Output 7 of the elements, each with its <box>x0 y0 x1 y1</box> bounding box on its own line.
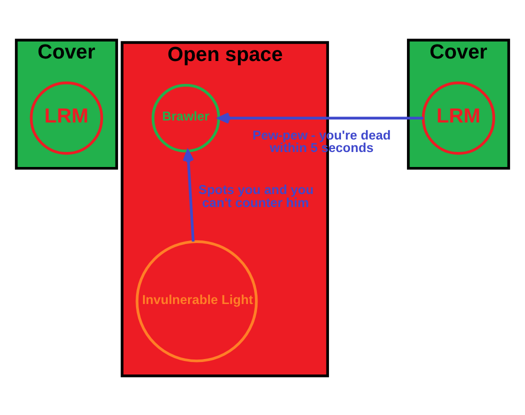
node-circle: LRM <box>30 81 104 154</box>
arrow <box>182 149 195 242</box>
edge-label: Spots you and you can't counter him <box>198 182 314 210</box>
node-circle: Invulnerable Light <box>136 240 258 362</box>
node-circle: LRM <box>422 81 496 154</box>
arrow <box>218 112 424 124</box>
node-circle: Brawler <box>152 83 220 152</box>
